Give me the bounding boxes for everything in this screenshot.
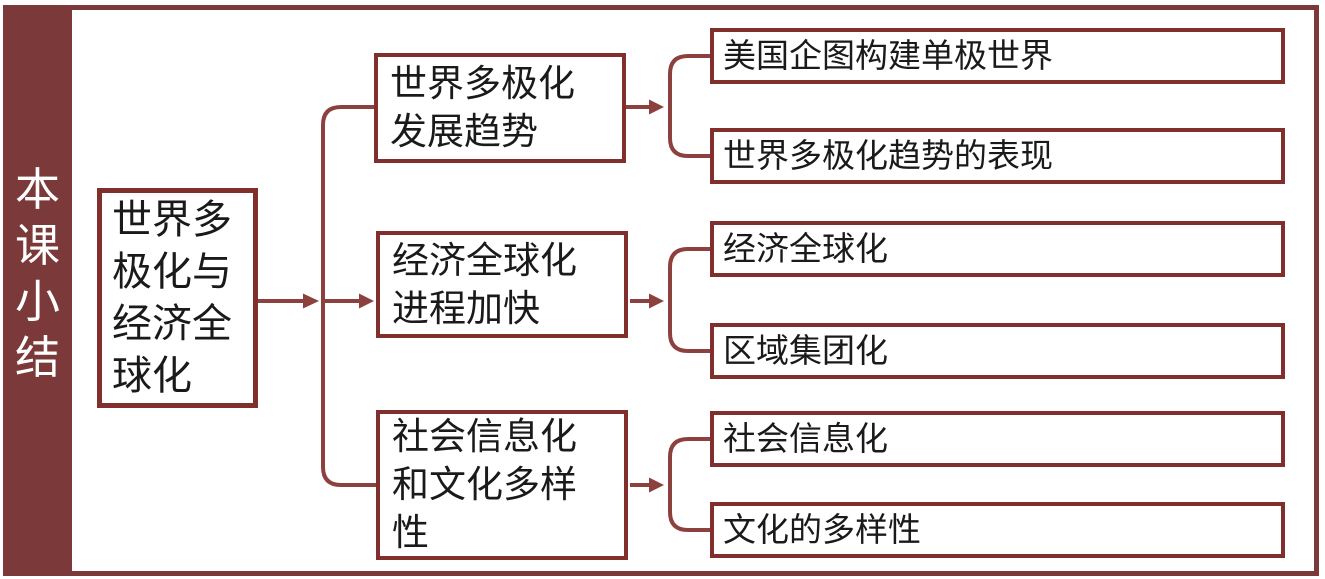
leaf-node-5-label: 社会信息化 xyxy=(723,420,888,457)
root-node: 世界多 极化与 经济全 球化 xyxy=(97,188,258,408)
branch-node-3-label: 社会信息化 和文化多样 性 xyxy=(392,416,577,553)
branch-node-2: 经济全球化 进程加快 xyxy=(376,231,628,338)
branch-node-2-label: 经济全球化 进程加快 xyxy=(392,239,577,329)
leaf-node-5: 社会信息化 xyxy=(710,411,1285,467)
leaf-node-4: 区域集团化 xyxy=(710,323,1285,379)
branch-node-1: 世界多极化 发展趋势 xyxy=(374,53,626,163)
leaf-node-6-label: 文化的多样性 xyxy=(723,511,921,548)
leaf-node-2-label: 世界多极化趋势的表现 xyxy=(723,137,1053,174)
outer-frame xyxy=(3,5,1319,576)
branch-node-3: 社会信息化 和文化多样 性 xyxy=(376,410,628,560)
leaf-node-2: 世界多极化趋势的表现 xyxy=(710,128,1285,184)
leaf-node-1-label: 美国企图构建单极世界 xyxy=(723,37,1053,74)
leaf-node-3-label: 经济全球化 xyxy=(723,230,888,267)
leaf-node-4-label: 区域集团化 xyxy=(723,332,888,369)
leaf-node-6: 文化的多样性 xyxy=(710,502,1285,558)
leaf-node-3: 经济全球化 xyxy=(710,221,1285,277)
leaf-node-1: 美国企图构建单极世界 xyxy=(710,28,1285,84)
root-node-label: 世界多 极化与 经济全 球化 xyxy=(112,198,232,398)
sidebar-title: 本 课 小 结 xyxy=(14,164,60,383)
branch-node-1-label: 世界多极化 发展趋势 xyxy=(390,63,575,152)
